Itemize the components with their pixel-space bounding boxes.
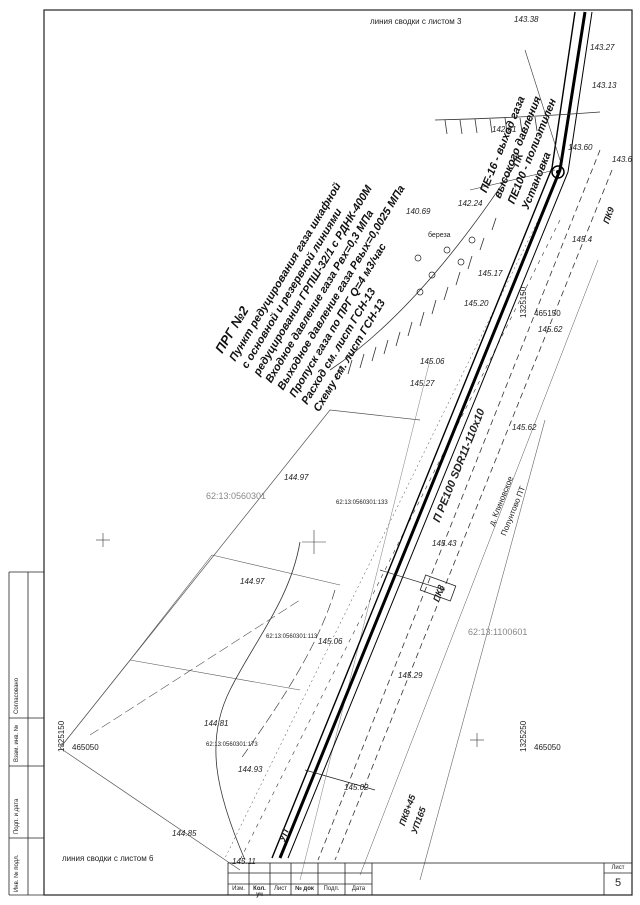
elevation-label: 144.81 xyxy=(204,719,229,728)
elevation-label: 145.11 xyxy=(232,857,256,866)
elevation-label: 145.02 xyxy=(344,783,369,792)
coord-label: 465050 xyxy=(534,743,561,752)
elevation-label: 145.43 xyxy=(432,539,457,548)
sheet-label: Лист xyxy=(611,865,625,871)
elevation-label: 145.4 xyxy=(572,235,593,244)
coord-label: 1325250 xyxy=(519,720,528,752)
tree-symbols xyxy=(414,236,476,296)
elevation-label: 142.61 xyxy=(492,125,517,134)
parcel-label: 62:13:0560301 xyxy=(206,491,267,501)
match-line-bottom: линия сводки с листом 6 xyxy=(62,854,154,863)
title-block-header: Дата xyxy=(351,886,366,892)
coord-label: 1325150 xyxy=(57,720,66,752)
stamp-label-inv-number: Инв. № подл. xyxy=(14,854,20,892)
stamp-label-replace-inv: Взам. инв. № xyxy=(14,724,20,762)
elevation-label: 144.85 xyxy=(172,829,197,838)
coord-label: 465150 xyxy=(534,309,561,318)
prg-point xyxy=(551,165,565,179)
elevation-label: 145.62 xyxy=(512,423,537,432)
elevation-label: 140.69 xyxy=(406,207,431,216)
elevation-label: 145.27 xyxy=(410,379,435,388)
title-block-header: Изм. xyxy=(232,886,245,892)
elevation-label: 145.17 xyxy=(478,269,503,278)
parcel-label: 62:13:0560301:173 xyxy=(206,742,258,748)
stamp-label-sign-date: Подп. и дата xyxy=(14,798,20,834)
elevation-label: 144.93 xyxy=(238,765,263,774)
elevation-label: 143.27 xyxy=(590,43,615,52)
elevation-label: 145.20 xyxy=(464,299,489,308)
elevation-label: 145.06 xyxy=(318,637,343,646)
parcel-label: 62:13:0560301:113 xyxy=(266,634,318,640)
sheet-number: 5 xyxy=(614,877,622,889)
parcel-label: 62:13:1100601 xyxy=(468,627,528,637)
gas-pipeline xyxy=(278,11,587,859)
elevation-label: 144.97 xyxy=(284,473,309,482)
elevation-label: 145.29 xyxy=(398,671,423,680)
tree-label: береза xyxy=(428,232,451,239)
title-block-header: № док xyxy=(295,886,314,892)
stamp-label-agreed: Согласовано xyxy=(14,677,20,714)
elevation-label: 143.60 xyxy=(568,143,593,152)
match-line-top: линия сводки с листом 3 xyxy=(370,17,462,26)
title-block-grid xyxy=(227,862,633,896)
coord-label: 465050 xyxy=(72,743,99,752)
title-block-header: Кол. уч xyxy=(253,886,266,898)
elevation-label: 145.62 xyxy=(538,325,563,334)
slope-hatching xyxy=(329,111,601,381)
coord-label: 1325150 xyxy=(519,286,528,318)
elevation-label: 144.97 xyxy=(240,577,265,586)
title-block-header: Подп. xyxy=(323,886,340,892)
elevation-label: 143.13 xyxy=(592,81,617,90)
elevation-label: 143.6 xyxy=(612,155,633,164)
parcel-boundary xyxy=(59,409,421,749)
elevation-label: 143.38 xyxy=(514,15,539,24)
elevation-label: 145.06 xyxy=(420,357,445,366)
parcel-label: 62:13:0560301:133 xyxy=(336,500,388,506)
elevation-label: 142.24 xyxy=(458,199,483,208)
title-block-header: Лист xyxy=(273,886,288,892)
